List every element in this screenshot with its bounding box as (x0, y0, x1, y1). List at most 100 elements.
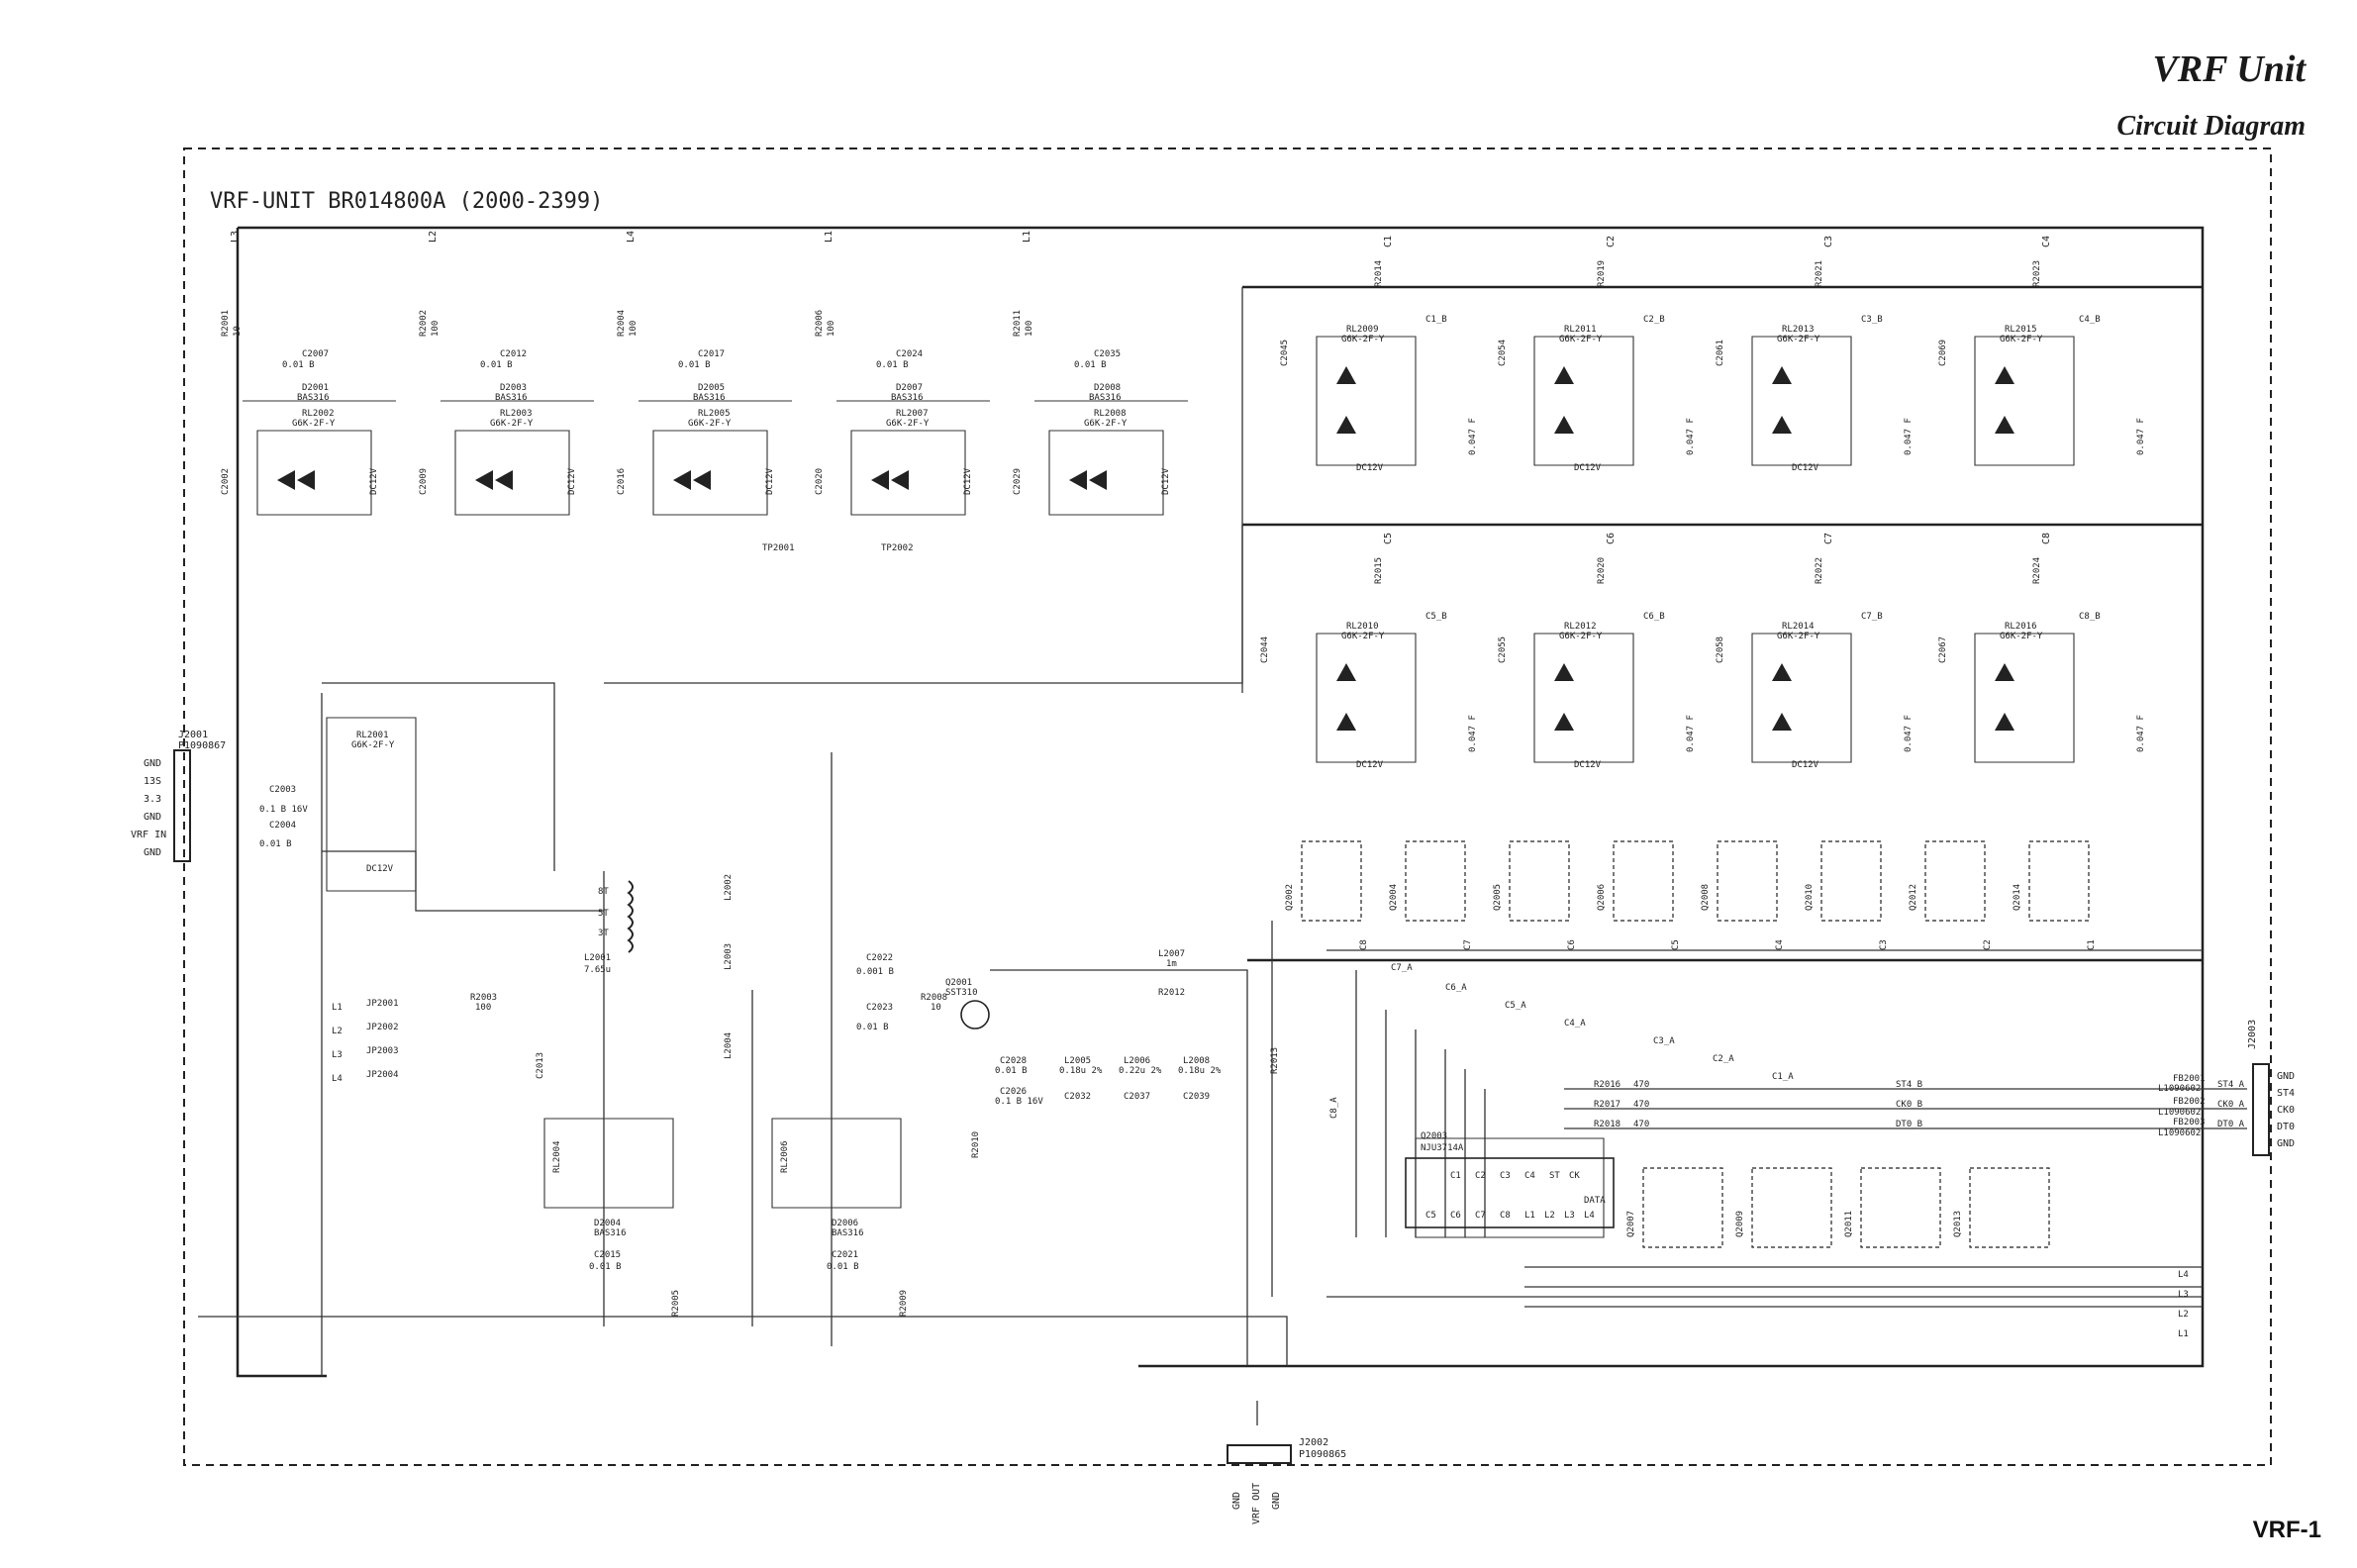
svg-text:J2002: J2002 (1299, 1437, 1328, 1448)
svg-text:C8: C8 (2041, 533, 2052, 544)
svg-text:Q2012: Q2012 (1909, 884, 1918, 911)
svg-text:Q2011: Q2011 (1844, 1211, 1854, 1237)
svg-text:Q2010: Q2010 (1805, 884, 1815, 911)
svg-text:RL2002: RL2002 (302, 409, 335, 419)
svg-text:C2: C2 (1983, 939, 1993, 950)
svg-text:RL2004: RL2004 (552, 1140, 562, 1173)
svg-text:DC12V: DC12V (369, 467, 379, 495)
svg-text:FB2003: FB2003 (2173, 1118, 2206, 1127)
svg-text:CK0_A: CK0_A (2217, 1100, 2245, 1110)
svg-text:0.047 F: 0.047 F (2136, 418, 2146, 455)
svg-text:C2007: C2007 (302, 349, 329, 359)
driver-array: Q2007 Q2009 Q2011 Q2013 (1626, 1167, 2050, 1248)
svg-text:3.3: 3.3 (144, 794, 161, 805)
svg-text:C8: C8 (1500, 1211, 1511, 1221)
svg-text:R2009: R2009 (899, 1290, 909, 1317)
svg-text:L1: L1 (1524, 1211, 1535, 1221)
svg-text:VRF OUT: VRF OUT (1251, 1483, 1262, 1524)
svg-text:NJU3714A: NJU3714A (1421, 1143, 1464, 1153)
svg-text:5T: 5T (598, 909, 609, 919)
filter-bank-4: R2006 100 C2024 0.01 B D2007 BAS316 RL20… (815, 310, 973, 495)
svg-text:RL2003: RL2003 (500, 409, 533, 419)
svg-text:G6K-2F-Y: G6K-2F-Y (351, 740, 395, 750)
svg-text:470: 470 (1633, 1080, 1649, 1090)
connector-j2001: J2001 P1090867 GND 13S 3.3 GND VRF IN GN… (131, 730, 226, 862)
ic-nju3714a: Q2003 NJU3714A C1 C2 C3 C4 ST CK DATA C5… (1405, 1131, 1615, 1228)
svg-text:L4: L4 (2178, 1270, 2189, 1280)
svg-text:C2029: C2029 (1013, 468, 1023, 495)
svg-text:C4: C4 (2041, 236, 2052, 247)
svg-text:L1: L1 (332, 1003, 343, 1013)
svg-text:C2024: C2024 (896, 349, 923, 359)
svg-text:TP2002: TP2002 (881, 543, 914, 553)
svg-text:C5_A: C5_A (1505, 1001, 1526, 1011)
board-outline (183, 147, 2272, 1466)
svg-text:P1090865: P1090865 (1299, 1449, 1346, 1460)
svg-text:0.01 B: 0.01 B (856, 1023, 889, 1032)
svg-text:C2002: C2002 (221, 468, 231, 495)
svg-text:L4: L4 (626, 231, 637, 243)
svg-text:C2026: C2026 (1000, 1087, 1027, 1097)
svg-text:G6K-2F-Y: G6K-2F-Y (292, 419, 336, 429)
svg-text:RL2014: RL2014 (1782, 622, 1815, 632)
svg-text:L2001: L2001 (584, 953, 611, 963)
svg-text:L2004: L2004 (724, 1032, 734, 1059)
svg-text:R2020: R2020 (1597, 557, 1607, 584)
svg-text:ST4: ST4 (2277, 1088, 2295, 1099)
svg-text:RL2005: RL2005 (698, 409, 731, 419)
svg-text:GND: GND (2277, 1138, 2295, 1149)
svg-text:0.01 B: 0.01 B (827, 1262, 859, 1272)
svg-text:R2012: R2012 (1158, 988, 1185, 998)
svg-text:C2009: C2009 (419, 468, 429, 495)
svg-text:G6K-2F-Y: G6K-2F-Y (1559, 335, 1603, 344)
svg-text:R2021: R2021 (1815, 260, 1824, 287)
svg-text:ST4_B: ST4_B (1896, 1080, 1922, 1090)
svg-text:C3_A: C3_A (1653, 1036, 1675, 1046)
svg-text:L2003: L2003 (724, 943, 734, 970)
svg-text:BAS316: BAS316 (891, 393, 924, 403)
svg-text:GND: GND (1231, 1492, 1242, 1510)
serial-input: R2016 470 ST4_B FB2001 L1090602 ST4_A R2… (1594, 1074, 2245, 1138)
svg-text:DC12V: DC12V (1161, 467, 1171, 495)
svg-text:C8_A: C8_A (1329, 1097, 1339, 1119)
svg-text:L1: L1 (2178, 1329, 2189, 1339)
svg-text:RL2011: RL2011 (1564, 325, 1597, 335)
svg-text:C1_A: C1_A (1772, 1072, 1794, 1082)
diode-symbols (277, 366, 2014, 731)
svg-text:G6K-2F-Y: G6K-2F-Y (1777, 632, 1820, 641)
svg-text:R2006: R2006 (815, 310, 825, 337)
svg-text:C2067: C2067 (1938, 637, 1948, 663)
svg-text:C6: C6 (1450, 1211, 1461, 1221)
svg-text:Q2004: Q2004 (1389, 884, 1399, 911)
svg-text:L3: L3 (2178, 1290, 2189, 1300)
svg-text:R2011: R2011 (1013, 310, 1023, 337)
filter-bank-1: R2001 10 C2007 0.01 B D2001 BAS316 RL200… (221, 310, 379, 495)
svg-text:Q2005: Q2005 (1493, 884, 1503, 911)
svg-text:Q2009: Q2009 (1735, 1211, 1745, 1237)
svg-text:0.22u 2%: 0.22u 2% (1119, 1066, 1162, 1076)
svg-text:C6: C6 (1567, 939, 1577, 950)
svg-text:C5: C5 (1383, 533, 1394, 544)
svg-text:R2016: R2016 (1594, 1080, 1620, 1090)
svg-text:Q2007: Q2007 (1626, 1211, 1636, 1237)
svg-text:D2004: D2004 (594, 1219, 621, 1228)
svg-text:C2021: C2021 (832, 1250, 858, 1260)
svg-text:R2013: R2013 (1270, 1047, 1280, 1074)
svg-text:C5_B: C5_B (1425, 612, 1447, 622)
svg-text:G6K-2F-Y: G6K-2F-Y (490, 419, 534, 429)
svg-text:0.047 F: 0.047 F (1904, 418, 1914, 455)
svg-text:G6K-2F-Y: G6K-2F-Y (688, 419, 732, 429)
svg-text:DT0_B: DT0_B (1896, 1120, 1922, 1129)
svg-text:C2028: C2028 (1000, 1056, 1027, 1066)
svg-text:0.01 B: 0.01 B (995, 1066, 1028, 1076)
svg-text:0.001 B: 0.001 B (856, 967, 894, 977)
svg-text:L1: L1 (824, 231, 835, 243)
connector-j2002: J2002 P1090865 GND VRF OUT GND (1227, 1437, 1346, 1524)
svg-text:G6K-2F-Y: G6K-2F-Y (1559, 632, 1603, 641)
svg-text:10: 10 (931, 1003, 941, 1013)
svg-text:R2008: R2008 (921, 993, 947, 1003)
svg-text:DC12V: DC12V (765, 467, 775, 495)
svg-text:R2005: R2005 (671, 1290, 681, 1317)
filter-bank-2: R2002 100 C2012 0.01 B D2003 BAS316 RL20… (419, 310, 577, 495)
